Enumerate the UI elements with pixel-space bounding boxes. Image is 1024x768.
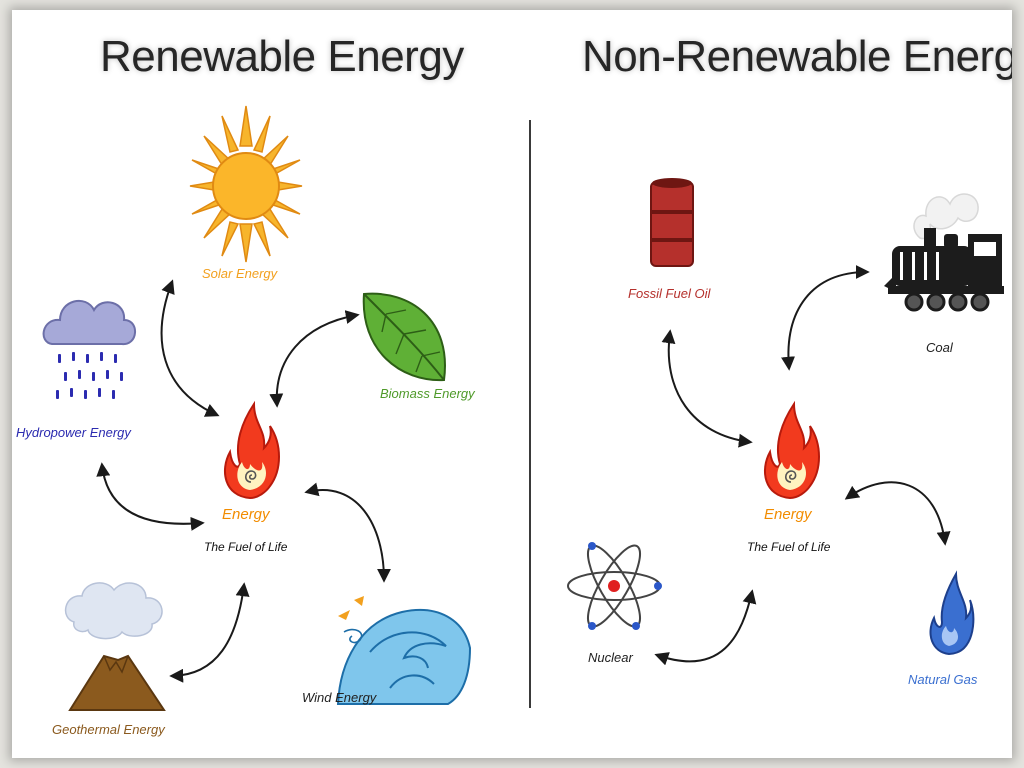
oil-barrel-icon — [650, 178, 694, 267]
arrow-fossil-energy — [661, 329, 753, 448]
renewable-title: Renewable Energy — [100, 32, 464, 81]
non-renewable-title: Non-Renewable Energy — [582, 32, 1012, 81]
energy-label: Energy — [222, 506, 270, 523]
geothermal-energy-label: Geothermal Energy — [52, 722, 165, 737]
nuclear-label: Nuclear — [588, 650, 633, 665]
flame-icon-non-renewable — [763, 400, 820, 500]
arrow-nuclear-energy — [654, 589, 757, 666]
solar-energy-label: Solar Energy — [202, 266, 278, 281]
hydropower-energy-label: Hydropower Energy — [16, 425, 131, 440]
sun-icon — [189, 105, 303, 263]
fuel-of-life-caption: The Fuel of Life — [204, 540, 288, 554]
gas-flame-icon — [929, 570, 975, 656]
leaf-icon — [362, 292, 446, 382]
cycle-arrows — [96, 265, 951, 683]
wave-wind-icon — [336, 596, 472, 705]
arrow-hydro-energy — [96, 462, 205, 531]
fuel-of-life-caption-non-renewable: The Fuel of Life — [747, 540, 831, 554]
arrow-biomass-energy — [269, 310, 360, 408]
steam-train-icon — [884, 193, 1004, 312]
arrow-gas-energy — [844, 481, 951, 546]
arrow-solar-energy — [160, 279, 220, 417]
flame-icon — [223, 400, 280, 500]
slide-frame: Renewable Energy Non-Renewable Energy — [12, 10, 1012, 758]
section-divider — [529, 120, 531, 708]
arrow-coal-energy — [781, 265, 870, 371]
atom-icon — [567, 542, 662, 630]
arrow-geothermal-energy — [169, 582, 250, 683]
volcano-icon — [64, 582, 166, 711]
rain-cloud-icon — [42, 300, 136, 399]
natural-gas-label: Natural Gas — [908, 672, 978, 687]
energy-label-non-renewable: Energy — [764, 506, 812, 523]
arrow-wind-energy — [304, 482, 391, 583]
wind-energy-label: Wind Energy — [302, 690, 377, 705]
biomass-energy-label: Biomass Energy — [380, 386, 475, 401]
fossil-fuel-oil-label: Fossil Fuel Oil — [628, 286, 711, 301]
coal-label: Coal — [926, 340, 953, 355]
